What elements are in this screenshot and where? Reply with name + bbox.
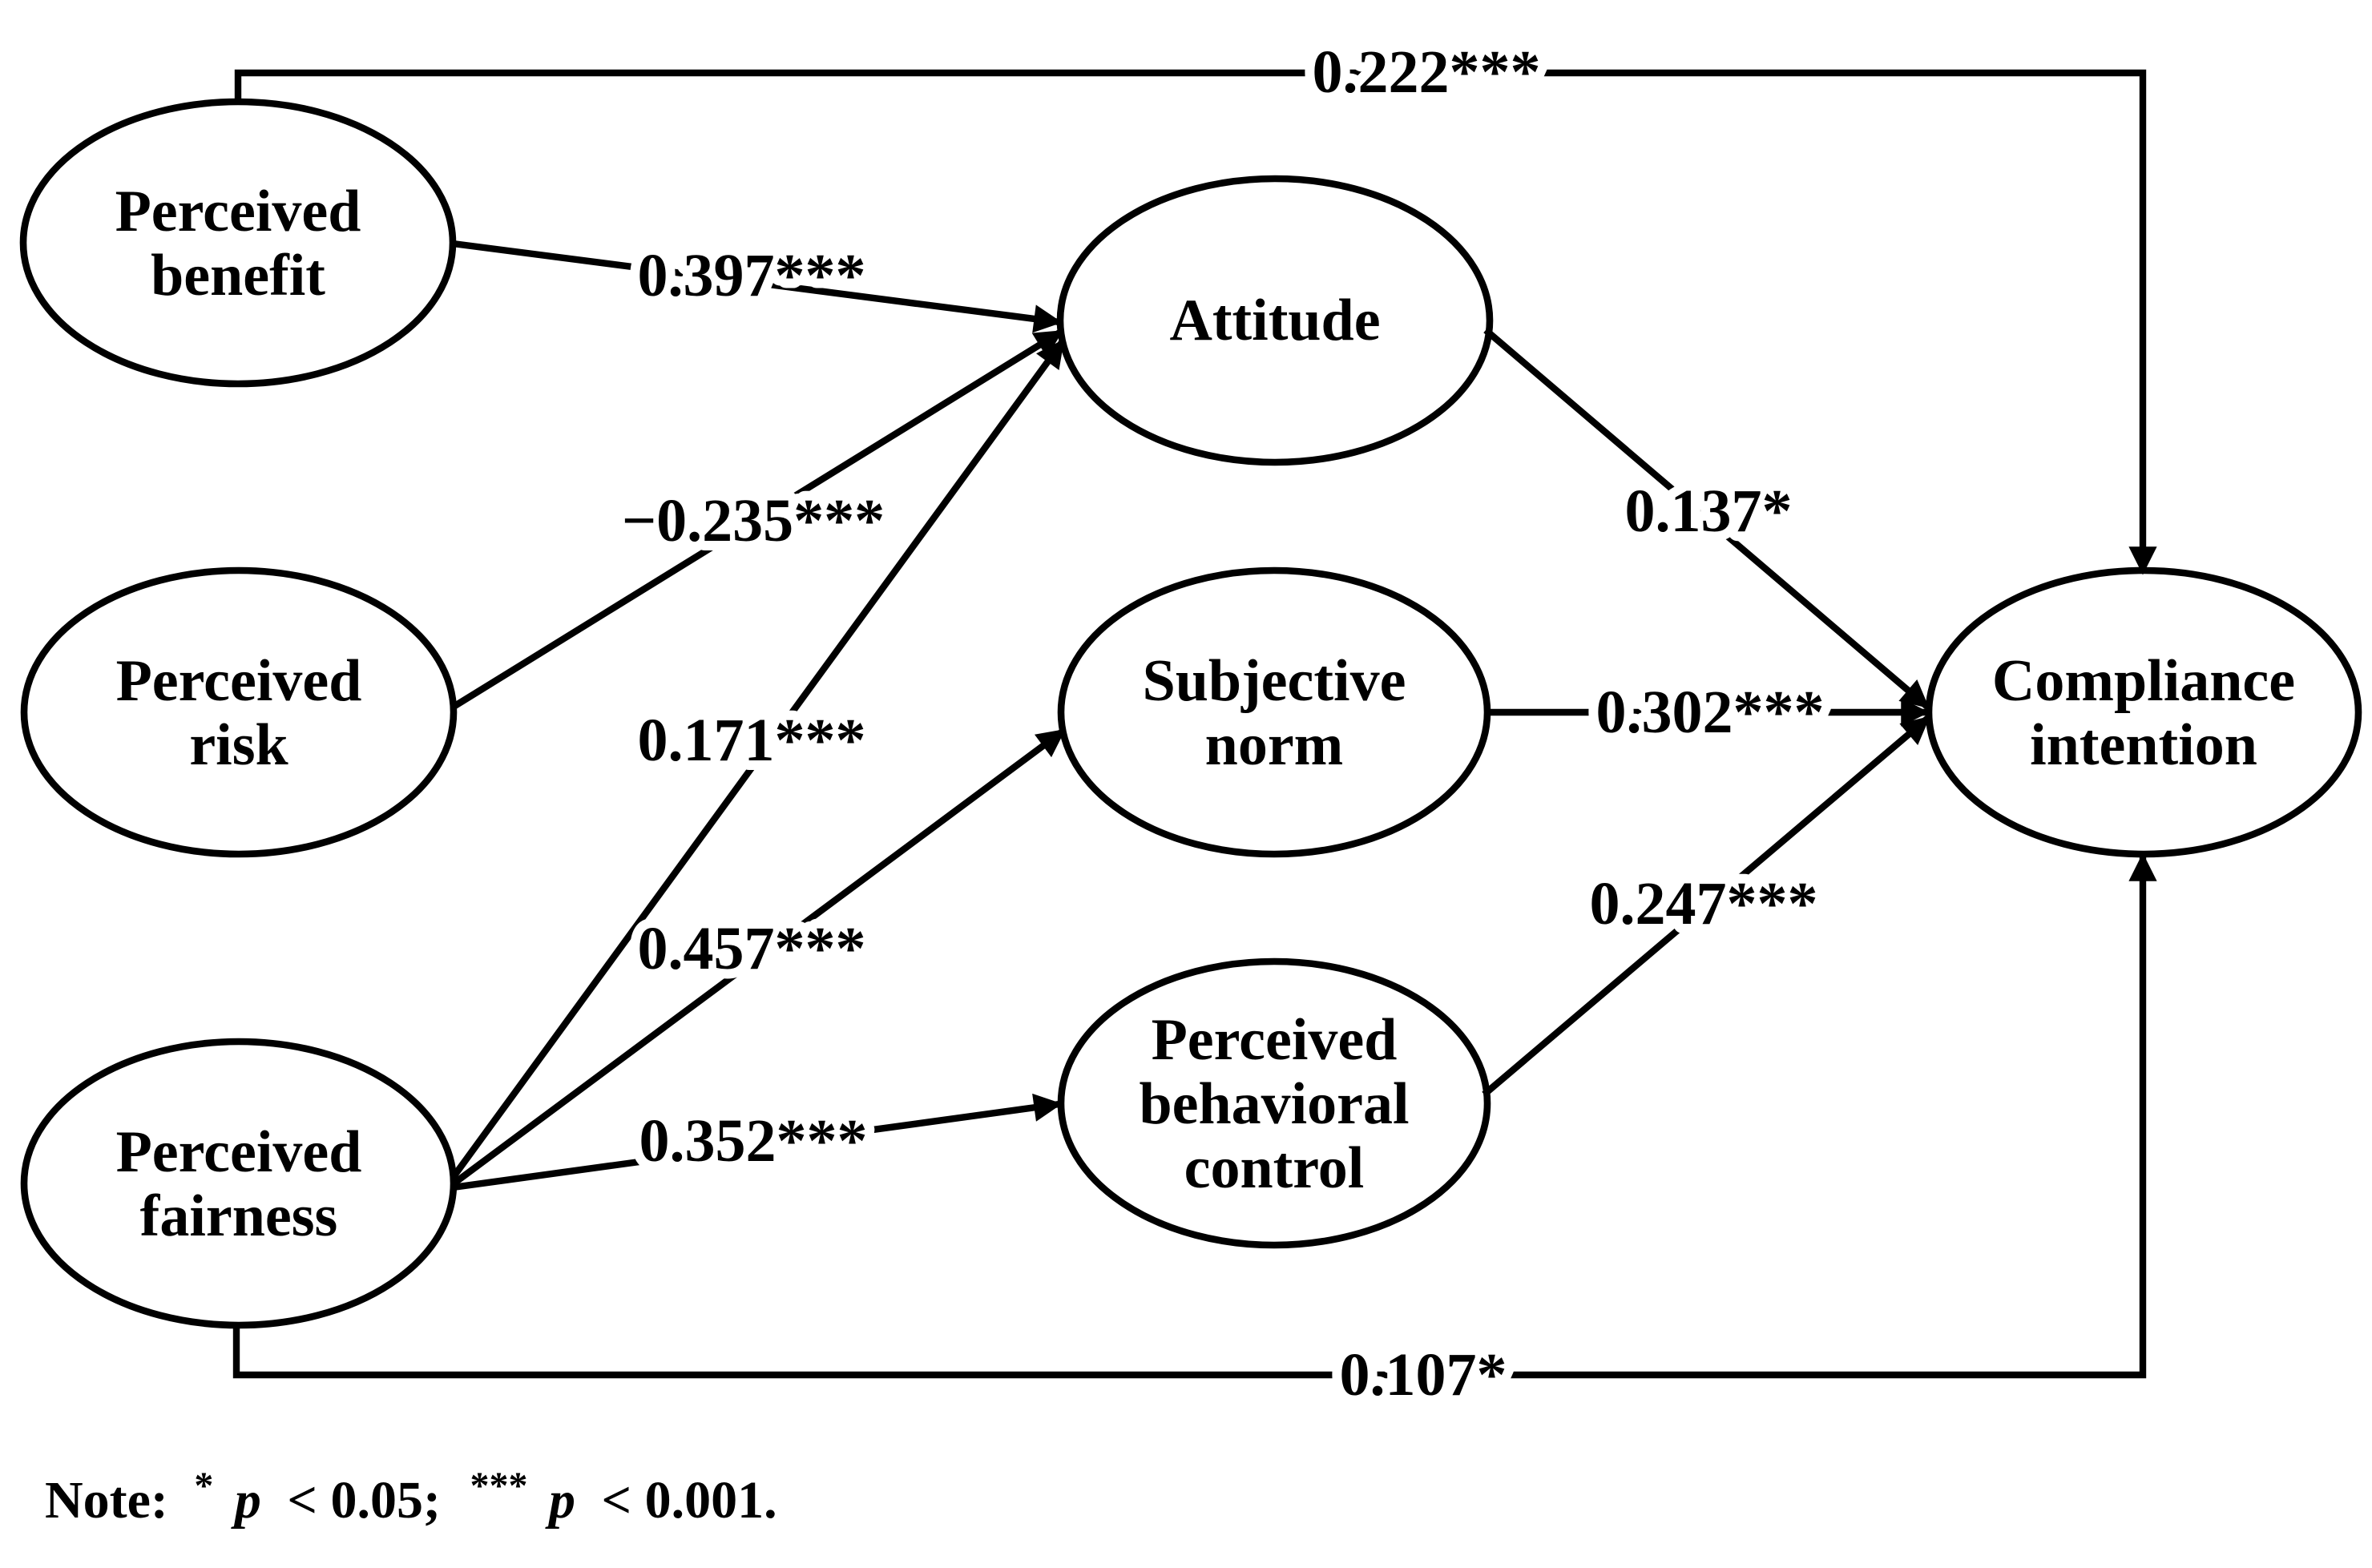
coefficient-pbc-to-intention: 0.247***	[1590, 870, 1818, 937]
edge-fairness-to-attitude	[450, 339, 1066, 1180]
attitude-label: Attitude	[1169, 288, 1380, 353]
perceived-benefit-label-line1: Perceived	[115, 179, 361, 244]
perceived-fairness-label-line2: fairness	[140, 1183, 338, 1249]
node-subjective-norm: Subjective norm	[1057, 566, 1491, 858]
edge-pbc-to-intention	[1482, 715, 1930, 1098]
coefficient-benefit-to-attitude: 0.397***	[638, 242, 866, 309]
compliance-intention-label-line1: Compliance	[1992, 648, 2295, 714]
node-attitude: Attitude	[1056, 175, 1494, 466]
coefficient-fairness-to-attitude: 0.171***	[638, 707, 866, 774]
coefficient-fairness-to-subjective-norm: 0.457***	[638, 915, 866, 982]
edge-fairness-to-intention	[232, 853, 2157, 1379]
node-perceived-benefit: Perceived benefit	[19, 98, 457, 388]
perceived-benefit-label-line2: benefit	[151, 243, 325, 308]
coefficient-fairness-to-intention: 0.107*	[1340, 1341, 1507, 1409]
perceived-risk-ellipse	[20, 566, 458, 858]
perceived-risk-label-line2: risk	[189, 712, 288, 778]
note-rule-1: < 0.05;	[287, 1471, 441, 1530]
edge-benefit-to-attitude	[452, 240, 1063, 333]
subjective-norm-label-line2: norm	[1205, 712, 1344, 778]
pbc-label-line2: behavioral	[1139, 1071, 1409, 1137]
pbc-label-line1: Perceived	[1152, 1007, 1398, 1073]
note-rule-2: < 0.001.	[602, 1471, 777, 1530]
note-p-1: p	[231, 1471, 261, 1530]
edge-fairness-to-subjective-norm	[450, 728, 1066, 1187]
coefficient-benefit-to-intention: 0.222***	[1313, 38, 1541, 106]
edge-fairness-to-pbc	[452, 1093, 1063, 1191]
note-prefix: Note:	[45, 1471, 168, 1530]
coefficient-subjective-norm-to-intention: 0.302***	[1596, 679, 1825, 746]
note-star-2: ***	[470, 1465, 528, 1507]
coefficient-fairness-to-pbc: 0.352***	[639, 1107, 868, 1175]
edge-benefit-to-intention	[234, 69, 2157, 575]
subjective-norm-label-line1: Subjective	[1143, 648, 1406, 714]
node-perceived-fairness: Perceived fairness	[20, 1038, 458, 1329]
edge-risk-to-attitude	[451, 329, 1064, 710]
coefficient-risk-to-attitude: −0.235***	[622, 487, 885, 554]
note: Note: * p < 0.05; *** p < 0.001.	[45, 1452, 777, 1530]
node-perceived-behavioral-control: Perceived behavioral control	[1057, 957, 1491, 1249]
perceived-fairness-label-line1: Perceived	[116, 1119, 362, 1185]
pbc-label-line3: control	[1184, 1135, 1365, 1201]
node-compliance-intention: Compliance intention	[1925, 566, 2362, 858]
edge-attitude-to-intention	[1483, 327, 1930, 710]
coefficient-attitude-to-intention: 0.137*	[1625, 478, 1793, 545]
compliance-intention-label-line2: intention	[2030, 712, 2257, 778]
perceived-risk-label-line1: Perceived	[116, 648, 362, 714]
note-star-1: *	[194, 1465, 213, 1507]
note-p-2: p	[545, 1471, 575, 1530]
node-perceived-risk: Perceived risk	[20, 566, 458, 858]
